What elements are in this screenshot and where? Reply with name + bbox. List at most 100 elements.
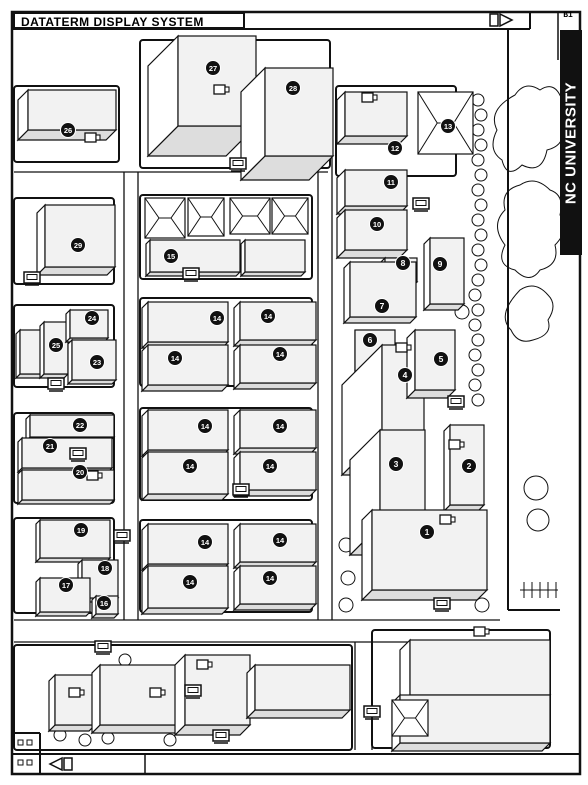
building-number: 15 (167, 252, 175, 261)
building-number: 14 (186, 578, 195, 587)
building-number: 12 (391, 144, 399, 153)
building-15-roof-c (229, 197, 271, 235)
building-marker[interactable]: 14 (272, 346, 288, 362)
building-marker[interactable]: 14 (167, 350, 183, 366)
building-14-row2-w (140, 450, 230, 502)
building-marker[interactable]: 11 (383, 174, 399, 190)
building-26 (16, 88, 118, 142)
building-marker[interactable]: 14 (272, 418, 288, 434)
dataterm-terminal-icon[interactable] (47, 377, 65, 392)
building-marker[interactable]: 13 (440, 118, 456, 134)
building-marker[interactable]: 21 (42, 438, 58, 454)
building-number: 14 (266, 462, 275, 471)
building-marker[interactable]: 4 (397, 367, 413, 383)
building-marker[interactable]: 5 (433, 351, 449, 367)
city-block (139, 194, 313, 280)
building-number: 6 (368, 335, 373, 345)
building-marker[interactable]: 14 (197, 534, 213, 550)
building-number: 20 (76, 468, 84, 477)
building-marker[interactable]: 3 (388, 456, 404, 472)
building-marker[interactable]: 24 (84, 310, 100, 326)
building-number: 2 (467, 461, 472, 471)
building-marker[interactable]: 16 (96, 595, 112, 611)
building-number: 13 (444, 122, 452, 131)
building-number: 11 (387, 178, 395, 187)
building-number: 14 (266, 574, 275, 583)
building-marker[interactable]: 6 (362, 332, 378, 348)
building-marker[interactable]: 14 (260, 308, 276, 324)
building-5 (405, 328, 457, 400)
building-marker[interactable]: 14 (209, 310, 225, 326)
building-marker[interactable]: 18 (97, 560, 113, 576)
building-marker[interactable]: 28 (285, 80, 301, 96)
dataterm-terminal-icon[interactable] (23, 271, 41, 286)
dataterm-terminal-icon[interactable] (69, 447, 87, 462)
page-code-top: B1 (563, 11, 573, 20)
building-marker[interactable]: 1 (419, 524, 435, 540)
building-marker[interactable]: 25 (48, 337, 64, 353)
building-28 (239, 66, 335, 182)
building-marker[interactable]: 19 (73, 522, 89, 538)
dataterm-terminal-icon[interactable] (182, 267, 200, 282)
dataterm-terminal-icon[interactable] (229, 157, 247, 172)
street-trees (53, 93, 490, 747)
arrow-right-icon[interactable] (489, 12, 514, 28)
dataterm-terminal-icon[interactable] (412, 197, 430, 212)
building-14-ne (232, 300, 318, 348)
building-marker[interactable]: 23 (89, 354, 105, 370)
outer-border (10, 10, 582, 776)
building-number: 5 (439, 354, 444, 364)
building-number: 8 (401, 258, 406, 268)
building-marker[interactable]: 22 (72, 417, 88, 433)
building-9 (422, 236, 466, 312)
app-title: DATATERM DISPLAY SYSTEM (13, 12, 245, 29)
building-number: 21 (46, 442, 54, 451)
dataterm-terminal-icon[interactable] (433, 597, 451, 612)
building-21 (16, 436, 114, 474)
building-number: 18 (101, 564, 109, 573)
dataterm-terminal-icon[interactable] (113, 529, 131, 544)
building-27 (146, 34, 258, 158)
building-marker[interactable]: 14 (182, 574, 198, 590)
building-number: 9 (438, 259, 443, 269)
building-number: 14 (213, 314, 222, 323)
building-marker[interactable]: 26 (60, 122, 76, 138)
dataterm-terminal-icon[interactable] (363, 705, 381, 720)
camera-icon (473, 626, 490, 637)
building-number: 24 (88, 314, 97, 323)
building-marker[interactable]: 14 (272, 532, 288, 548)
camera-icon (361, 92, 378, 103)
building-marker[interactable]: 29 (70, 237, 86, 253)
building-number: 29 (74, 241, 82, 250)
dataterm-terminal-icon[interactable] (212, 729, 230, 744)
building-marker[interactable]: 20 (72, 464, 88, 480)
fence-icon (520, 582, 558, 598)
south-building-a (47, 673, 97, 733)
building-marker[interactable]: 14 (262, 458, 278, 474)
building-marker[interactable]: 27 (205, 60, 221, 76)
dataterm-terminal-icon[interactable] (184, 684, 202, 699)
dataterm-terminal-icon[interactable] (232, 483, 250, 498)
building-number: 28 (289, 84, 297, 93)
building-marker[interactable]: 12 (387, 140, 403, 156)
building-marker[interactable]: 14 (197, 418, 213, 434)
building-number: 14 (276, 350, 285, 359)
building-marker[interactable]: 8 (395, 255, 411, 271)
building-number: 27 (209, 64, 217, 73)
building-marker[interactable]: 9 (432, 256, 448, 272)
city-block (13, 644, 353, 751)
building-marker[interactable]: 15 (163, 248, 179, 264)
building-marker[interactable]: 7 (374, 298, 390, 314)
dataterm-terminal-icon[interactable] (447, 395, 465, 410)
building-marker[interactable]: 10 (369, 216, 385, 232)
building-marker[interactable]: 2 (461, 458, 477, 474)
dataterm-terminal-icon[interactable] (94, 640, 112, 655)
building-marker[interactable]: 14 (262, 570, 278, 586)
building-marker[interactable]: 14 (182, 458, 198, 474)
southeast-hip-roof (391, 699, 429, 737)
arrow-left-icon[interactable] (48, 756, 73, 772)
building-blocks (13, 34, 552, 753)
building-marker[interactable]: 17 (58, 577, 74, 593)
